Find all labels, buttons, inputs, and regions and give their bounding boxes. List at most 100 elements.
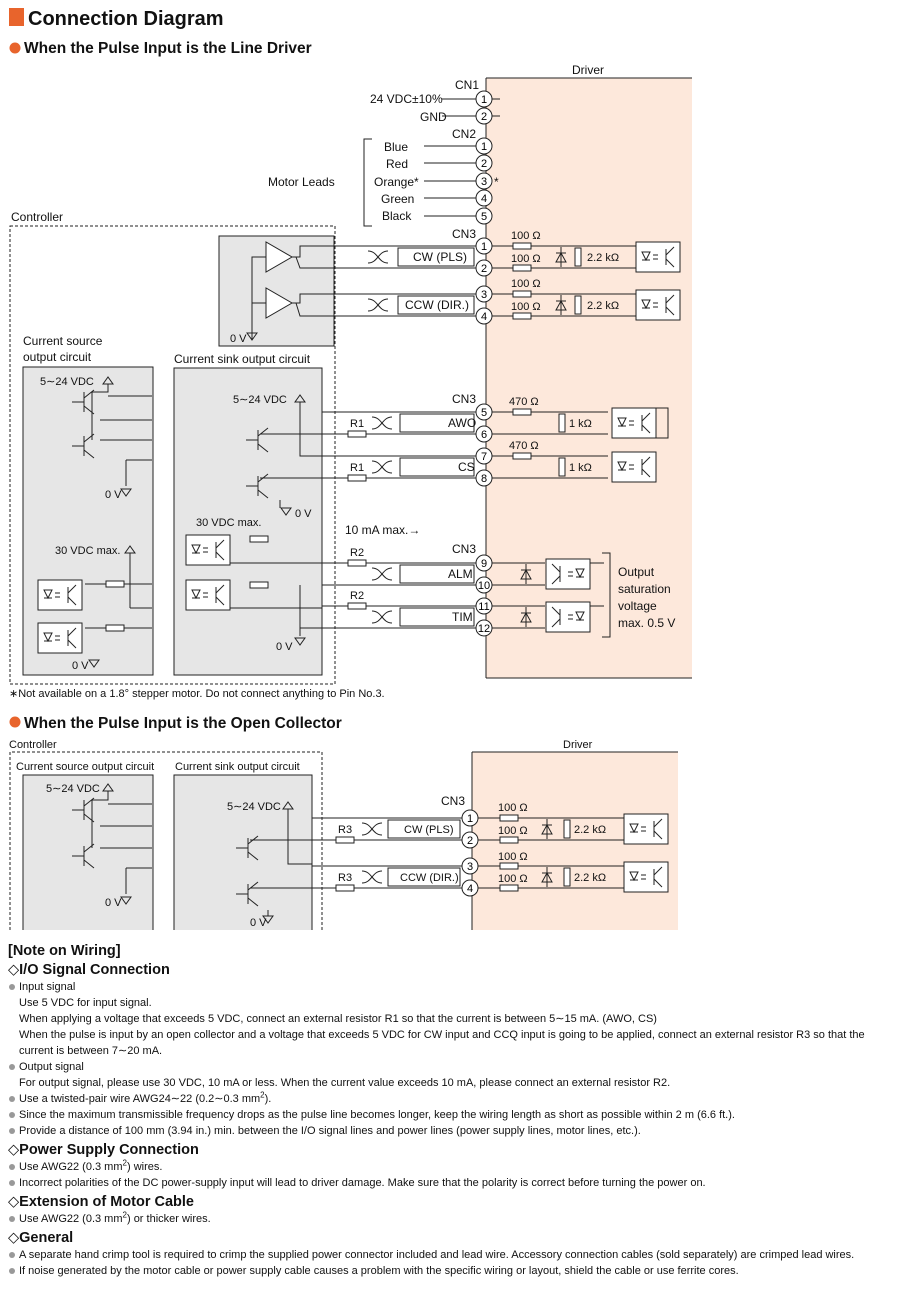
section2-heading: When the Pulse Input is the Open Collect…	[24, 715, 342, 732]
distance-note: Provide a distance of 100 mm (3.94 in.) …	[8, 1123, 896, 1139]
cn1-power-label: 24 VDC±10%	[370, 92, 443, 106]
driver-label-1: Driver	[572, 63, 604, 77]
lead-black: Black	[382, 209, 412, 223]
signal-cw-oc: CW (PLS)	[404, 824, 454, 836]
length-note: Since the maximum transmissible frequenc…	[8, 1107, 896, 1123]
v30-sink: 30 VDC max.	[196, 517, 261, 529]
signal-alm: ALM	[448, 567, 473, 581]
pin-group-1: 1 2 1 2 3 4 5 1 2 3 4 5 6 7 8 9 10 11 12	[475, 90, 493, 637]
motor-title: ◇Extension of Motor Cable	[8, 1194, 194, 1210]
svg-text:5: 5	[481, 211, 487, 223]
driver-label-2: Driver	[563, 739, 593, 751]
controller-label-2: Controller	[9, 739, 57, 751]
cn3-label-io: CN3	[452, 392, 476, 406]
svg-text:11: 11	[478, 601, 489, 613]
title-marker	[9, 8, 24, 26]
r2-b: R2	[350, 590, 364, 602]
current-sink-label-oc: Current sink output circuit	[175, 761, 300, 773]
output-note-4: max. 0.5 V	[618, 616, 675, 630]
svg-text:7: 7	[481, 451, 487, 463]
r470-b: 470 Ω	[509, 440, 539, 452]
svg-text:2: 2	[481, 158, 487, 170]
v524-source: 5∼24 VDC	[40, 376, 94, 388]
r2k2-oc-b: 2.2 kΩ	[574, 872, 606, 884]
r100-a: 100 Ω	[511, 230, 541, 242]
svg-text:3: 3	[481, 289, 487, 301]
svg-text:2: 2	[467, 835, 473, 847]
cn2-label: CN2	[452, 127, 476, 141]
output-line-1: For output signal, please use 30 VDC, 10…	[19, 1077, 671, 1089]
input-line-3: When the pulse is input by an open colle…	[19, 1029, 865, 1057]
r3-a: R3	[338, 824, 352, 836]
r100-d: 100 Ω	[511, 301, 541, 313]
output-note-3: voltage	[618, 599, 657, 613]
signal-ccw: CCW (DIR.)	[405, 298, 469, 312]
svg-text:4: 4	[481, 193, 487, 205]
lead-red: Red	[386, 157, 408, 171]
footnote: ∗Not available on a 1.8° stepper motor. …	[9, 688, 385, 700]
svg-text:3: 3	[481, 176, 487, 188]
signal-cw: CW (PLS)	[413, 250, 467, 264]
svg-text:6: 6	[481, 429, 487, 441]
ov-label-src-oc: 0 V	[105, 897, 122, 909]
section2-bullet	[9, 716, 21, 728]
svg-text:2: 2	[481, 111, 487, 123]
r1k-b: 1 kΩ	[569, 462, 592, 474]
r470-a: 470 Ω	[509, 396, 539, 408]
section1-heading: When the Pulse Input is the Line Driver	[24, 40, 312, 57]
cn1-gnd-label: GND	[420, 110, 447, 124]
r100-oc-a: 100 Ω	[498, 802, 528, 814]
svg-text:10: 10	[478, 580, 490, 592]
r2k2-a: 2.2 kΩ	[587, 252, 619, 264]
cn1-label: CN1	[455, 78, 479, 92]
current-sink-label: Current sink output circuit	[174, 352, 311, 366]
ov-label-sink: 0 V	[295, 508, 312, 520]
r1k-a: 1 kΩ	[569, 418, 592, 430]
lead-orange: Orange*	[374, 175, 419, 189]
svg-text:4: 4	[481, 311, 487, 323]
polarity-note: Incorrect polarities of the DC power-sup…	[8, 1175, 896, 1191]
ov-label-src2: 0 V	[72, 660, 89, 672]
pin3-star: *	[494, 175, 499, 189]
v30-source: 30 VDC max.	[55, 545, 120, 557]
controller-label-1: Controller	[11, 210, 63, 224]
r3-b: R3	[338, 872, 352, 884]
motor-awg-note: Use AWG22 (0.3 mm2) or thicker wires.	[8, 1211, 896, 1227]
svg-text:1: 1	[481, 94, 487, 106]
general-note-1: A separate hand crimp tool is required t…	[8, 1247, 896, 1263]
svg-text:3: 3	[467, 861, 473, 873]
svg-text:4: 4	[467, 883, 473, 895]
power-awg-note: Use AWG22 (0.3 mm2) wires.	[8, 1159, 896, 1175]
input-line-2: When applying a voltage that exceeds 5 V…	[19, 1013, 657, 1025]
general-title: ◇General	[8, 1230, 74, 1246]
r2-a: R2	[350, 547, 364, 559]
r1-a: R1	[350, 418, 364, 430]
v524-sink-oc: 5∼24 VDC	[227, 801, 281, 813]
input-line-1: Use 5 VDC for input signal.	[19, 997, 152, 1009]
r100-oc-d: 100 Ω	[498, 873, 528, 885]
current-source-label: Current source	[23, 334, 103, 348]
svg-text:2: 2	[481, 263, 487, 275]
current-sink-box	[173, 367, 323, 676]
controller-box-1	[9, 225, 336, 685]
wiring-notes: [Note on Wiring] ◇I/O Signal Connection …	[8, 943, 896, 1279]
ov-label-sink-oc: 0 V	[250, 917, 267, 929]
twisted-pair-note: Use a twisted-pair wire AWG24∼22 (0.2∼0.…	[8, 1091, 896, 1107]
svg-text:1: 1	[481, 241, 487, 253]
svg-text:12: 12	[478, 623, 490, 635]
svg-text:1: 1	[481, 141, 487, 153]
power-title: ◇Power Supply Connection	[8, 1142, 199, 1158]
signal-tim: TIM	[452, 610, 473, 624]
r100-oc-c: 100 Ω	[498, 851, 528, 863]
cn3-label-2: CN3	[441, 794, 465, 808]
ov-label-sink2: 0 V	[276, 641, 293, 653]
output-signal-title: Output signal	[8, 1059, 896, 1075]
lead-green: Green	[381, 192, 414, 206]
svg-text:5: 5	[481, 407, 487, 419]
current-source-label-2: output circuit	[23, 350, 92, 364]
page-title: Connection Diagram	[28, 8, 224, 30]
signal-awo: AWO	[448, 416, 476, 430]
connection-diagram: Connection Diagram When the Pulse Input …	[9, 8, 692, 930]
lead-blue: Blue	[384, 140, 408, 154]
r2k2-oc-a: 2.2 kΩ	[574, 824, 606, 836]
